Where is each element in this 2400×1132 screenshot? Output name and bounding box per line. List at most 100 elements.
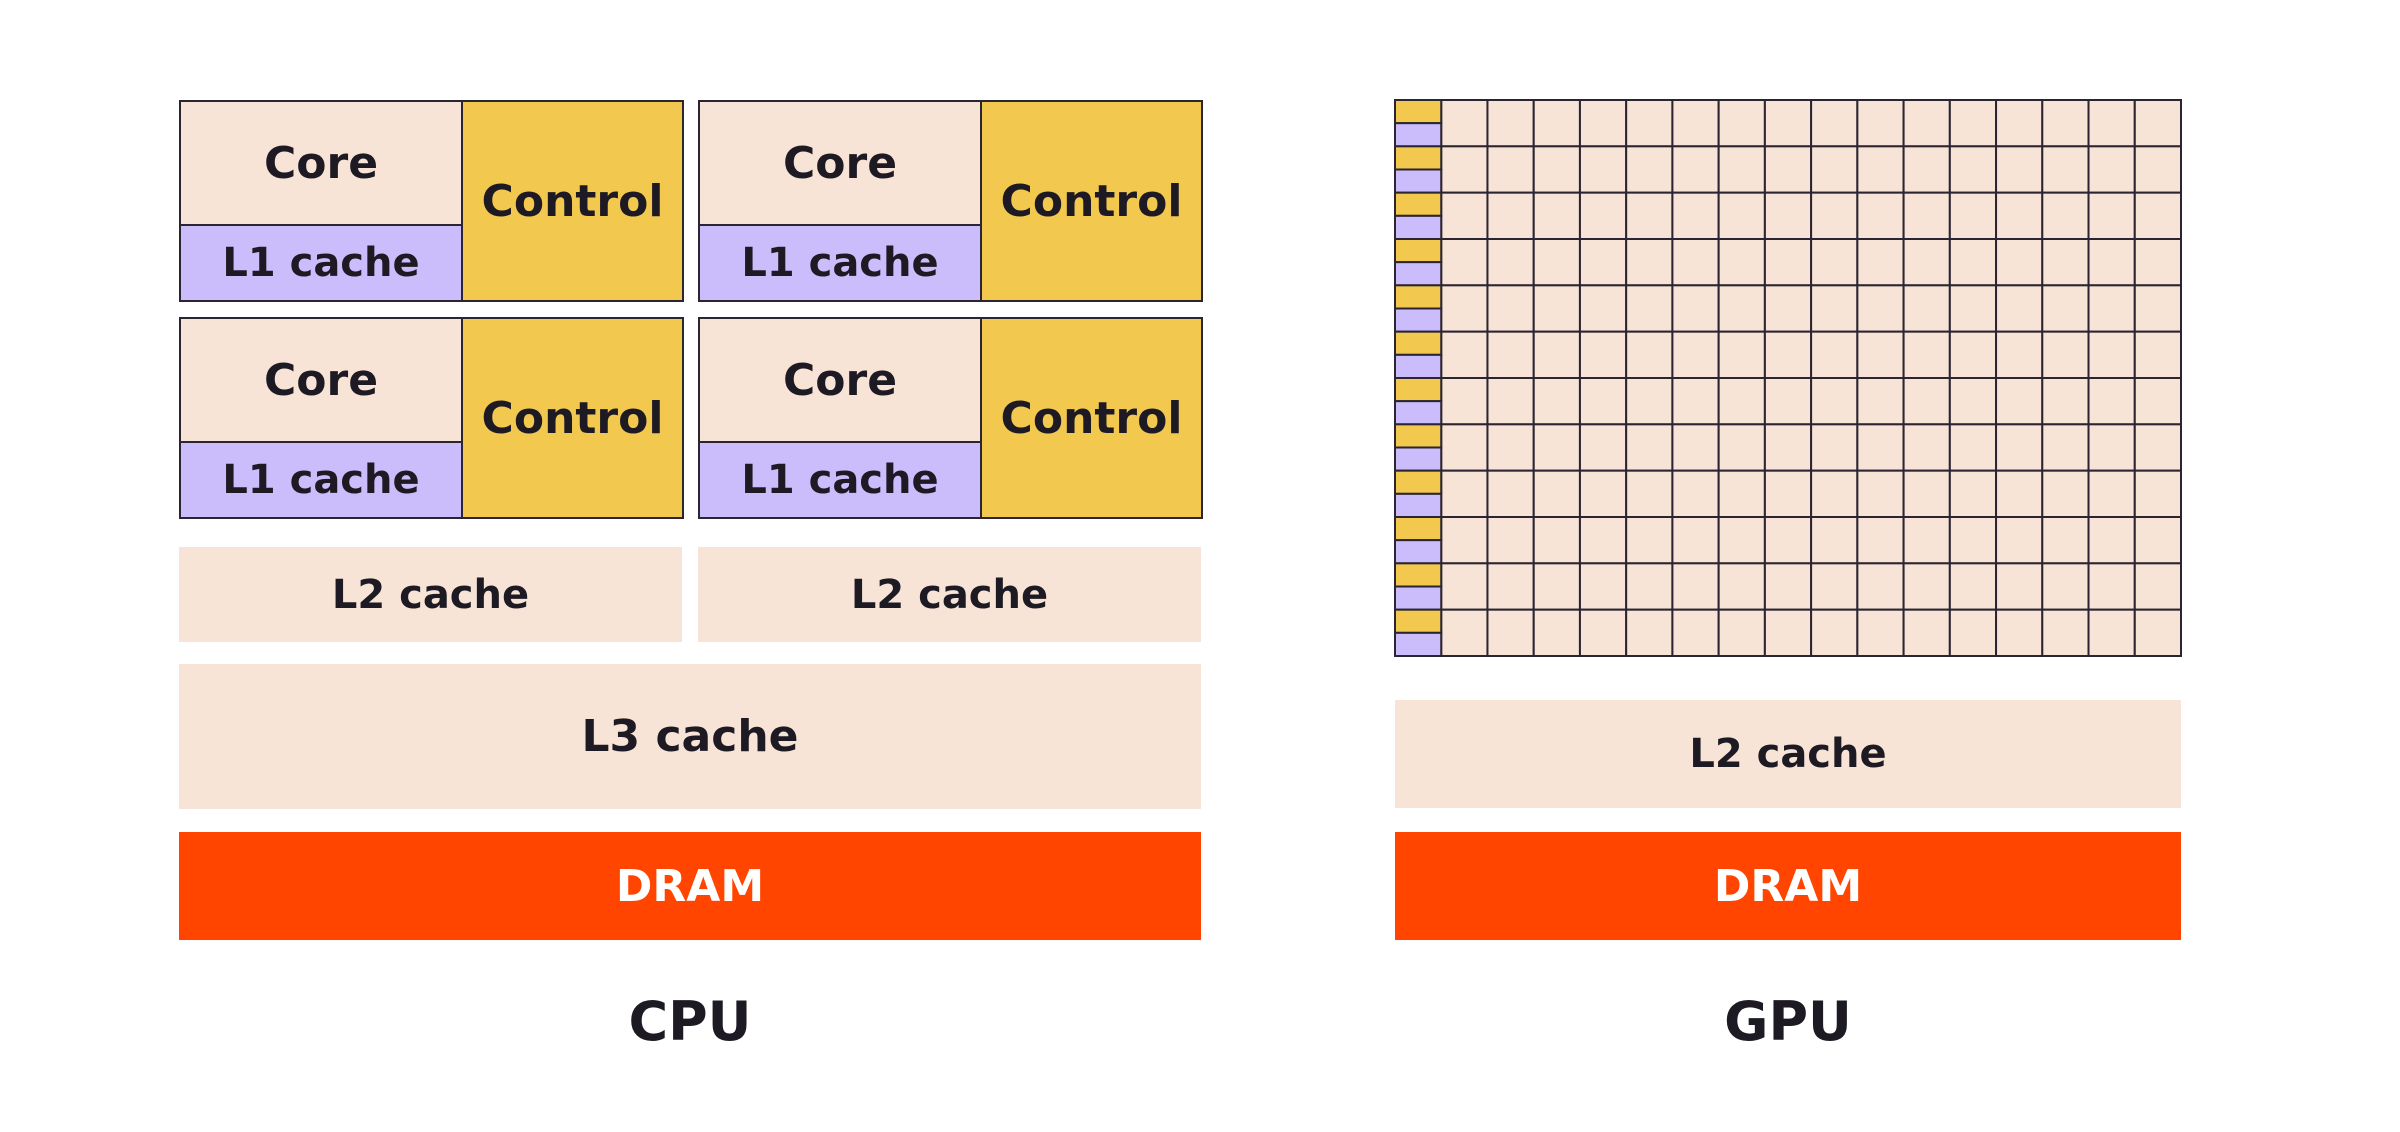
gpu-core-cell xyxy=(1948,238,1998,287)
gpu-core-cell xyxy=(1671,145,1720,194)
gpu-core-cell xyxy=(1671,191,1720,241)
cpu-l1-cache-2: L1 cache xyxy=(698,224,982,302)
gpu-core-cell xyxy=(1902,238,1951,287)
gpu-core-cell xyxy=(1763,238,1813,287)
gpu-core-cell xyxy=(2087,423,2136,472)
gpu-core-cell xyxy=(1578,608,1628,658)
gpu-core-cell xyxy=(1671,284,1720,333)
gpu-core-cell xyxy=(1902,99,1951,148)
gpu-core-cell xyxy=(1995,423,2044,472)
gpu-core-cell xyxy=(1486,191,1535,241)
gpu-core-cell xyxy=(1440,423,1489,472)
gpu-core-cell xyxy=(1671,469,1720,518)
gpu-core-cell xyxy=(1486,423,1535,472)
gpu-core-cell xyxy=(1578,284,1628,333)
gpu-core-cell xyxy=(1763,377,1813,426)
cpu-dram: DRAM xyxy=(179,832,1201,940)
gpu-core-cell xyxy=(1717,377,1766,426)
gpu-core-cell xyxy=(1671,608,1720,658)
gpu-core-cell xyxy=(1486,284,1535,333)
gpu-core-cell xyxy=(1948,608,1998,658)
cpu-control-2: Control xyxy=(980,100,1203,302)
gpu-l1-cache-cell xyxy=(1394,214,1443,240)
gpu-core-cell xyxy=(1856,284,1905,333)
gpu-core-cell xyxy=(2041,145,2090,194)
cpu-control-3: Control xyxy=(461,317,684,519)
gpu-core-cell xyxy=(1717,469,1766,518)
gpu-core-cell xyxy=(2087,469,2136,518)
gpu-core-cell xyxy=(2133,145,2182,194)
gpu-core-cell xyxy=(1532,377,1581,426)
gpu-core-cell xyxy=(1440,238,1489,287)
gpu-core-cell xyxy=(1440,377,1489,426)
gpu-core-cell xyxy=(1578,145,1628,194)
gpu-core-cell xyxy=(1856,377,1905,426)
gpu-core-cell xyxy=(1810,423,1859,472)
gpu-core-cell xyxy=(1902,191,1951,241)
gpu-core-cell xyxy=(1532,145,1581,194)
gpu-core-cell xyxy=(1486,608,1535,658)
gpu-core-cell xyxy=(1671,377,1720,426)
cpu-l2-cache-2: L2 cache xyxy=(698,547,1201,642)
gpu-l1-cache-cell xyxy=(1394,353,1443,380)
gpu-core-cell xyxy=(2041,377,2090,426)
gpu-core-cell xyxy=(2087,562,2136,611)
gpu-core-cell xyxy=(1856,608,1905,658)
gpu-core-cell xyxy=(1625,191,1674,241)
gpu-core-cell xyxy=(1717,562,1766,611)
gpu-core-cell xyxy=(1625,145,1674,194)
gpu-core-cell xyxy=(1671,330,1720,379)
gpu-control-cell xyxy=(1394,284,1443,310)
gpu-core-cell xyxy=(2133,330,2182,379)
gpu-core-cell xyxy=(1578,99,1628,148)
gpu-core-cell xyxy=(1856,99,1905,148)
gpu-core-cell xyxy=(1671,562,1720,611)
gpu-core-cell xyxy=(1532,284,1581,333)
gpu-l1-cache-cell xyxy=(1394,539,1443,565)
gpu-label: GPU xyxy=(1724,990,1852,1053)
gpu-core-cell xyxy=(1532,469,1581,518)
gpu-core-cell xyxy=(1856,145,1905,194)
gpu-core-cell xyxy=(1578,330,1628,379)
gpu-core-cell xyxy=(2087,284,2136,333)
gpu-core-cell xyxy=(1995,238,2044,287)
gpu-core-cell xyxy=(2133,608,2182,658)
gpu-core-cell xyxy=(1625,377,1674,426)
cpu-l3-cache: L3 cache xyxy=(179,664,1201,809)
gpu-l1-cache-cell xyxy=(1394,631,1443,657)
cpu-label: CPU xyxy=(628,990,752,1053)
gpu-control-cell xyxy=(1394,608,1443,634)
gpu-control-cell xyxy=(1394,562,1443,588)
gpu-core-cell xyxy=(1810,99,1859,148)
gpu-core-cell xyxy=(1902,562,1951,611)
gpu-core-cell xyxy=(1902,608,1951,658)
gpu-core-cell xyxy=(1532,608,1581,658)
gpu-core-cell xyxy=(2133,423,2182,472)
cpu-control-4: Control xyxy=(980,317,1203,519)
gpu-control-cell xyxy=(1394,330,1443,356)
gpu-core-cell xyxy=(1578,423,1628,472)
gpu-core-cell xyxy=(1948,330,1998,379)
gpu-core-cell xyxy=(1440,469,1489,518)
cpu-core-2: Core xyxy=(698,100,982,226)
gpu-core-cell xyxy=(1578,562,1628,611)
gpu-core-cell xyxy=(1856,330,1905,379)
cpu-l1-cache-1: L1 cache xyxy=(179,224,463,302)
gpu-core-cell xyxy=(1440,191,1489,241)
gpu-core-cell xyxy=(1717,608,1766,658)
gpu-core-cell xyxy=(1856,238,1905,287)
gpu-core-cell xyxy=(2041,608,2090,658)
gpu-l1-cache-cell xyxy=(1394,492,1443,519)
gpu-core-cell xyxy=(1995,99,2044,148)
gpu-core-cell xyxy=(1625,469,1674,518)
gpu-core-cell xyxy=(2133,377,2182,426)
gpu-core-cell xyxy=(1532,99,1581,148)
gpu-core-cell xyxy=(1948,423,1998,472)
gpu-core-cell xyxy=(2087,608,2136,658)
gpu-core-cell xyxy=(1486,238,1535,287)
gpu-l2-cache: L2 cache xyxy=(1395,700,2181,808)
gpu-core-cell xyxy=(1532,330,1581,379)
gpu-core-cell xyxy=(2041,330,2090,379)
gpu-l1-cache-cell xyxy=(1394,261,1443,287)
gpu-core-cell xyxy=(1625,238,1674,287)
